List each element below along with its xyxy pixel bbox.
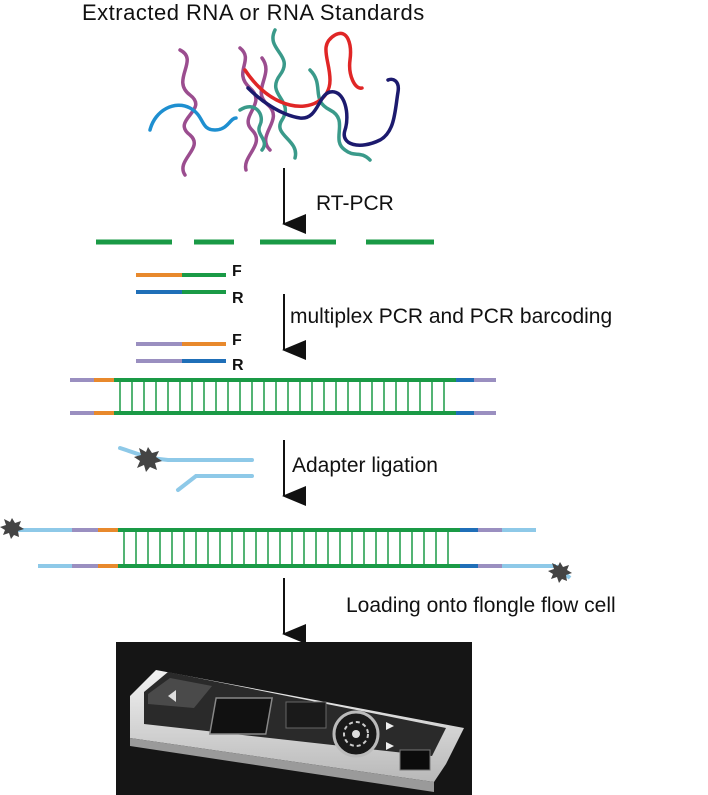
adapters xyxy=(118,446,254,492)
motor-protein-icon xyxy=(134,447,162,472)
barcode-label-r: R xyxy=(232,357,244,374)
barcoded-amplicon xyxy=(70,378,496,415)
rna-strand-purple-1 xyxy=(178,48,198,177)
gene-primers xyxy=(136,273,226,294)
rna-strand-teal-2 xyxy=(238,104,267,152)
barcode-label-f: F xyxy=(232,332,242,349)
rna-strand-navy xyxy=(246,77,401,147)
step-label-rt-pcr: RT-PCR xyxy=(316,192,394,215)
motor-protein-icon xyxy=(0,518,24,539)
step-label-adapter: Adapter ligation xyxy=(292,454,438,477)
rna-strand-blue xyxy=(148,103,238,132)
rna-strand-teal-1 xyxy=(271,28,298,160)
diagram-title: Extracted RNA or RNA Standards xyxy=(82,0,425,25)
motor-protein-icon xyxy=(548,562,572,583)
rna-strands xyxy=(148,28,401,177)
rna-strand-teal-3 xyxy=(308,68,372,162)
step-label-multiplex: multiplex PCR and PCR barcoding xyxy=(290,305,613,328)
step-label-loading: Loading onto flongle flow cell xyxy=(346,594,616,617)
adapter-bottom xyxy=(176,474,254,492)
primer-label-f: F xyxy=(232,263,242,280)
primer-label-r: R xyxy=(232,290,244,307)
barcode-primers xyxy=(136,342,226,363)
flongle-flow-cell-photo xyxy=(116,642,472,795)
ligated-library xyxy=(0,518,572,583)
rna-strand-red xyxy=(243,31,364,108)
